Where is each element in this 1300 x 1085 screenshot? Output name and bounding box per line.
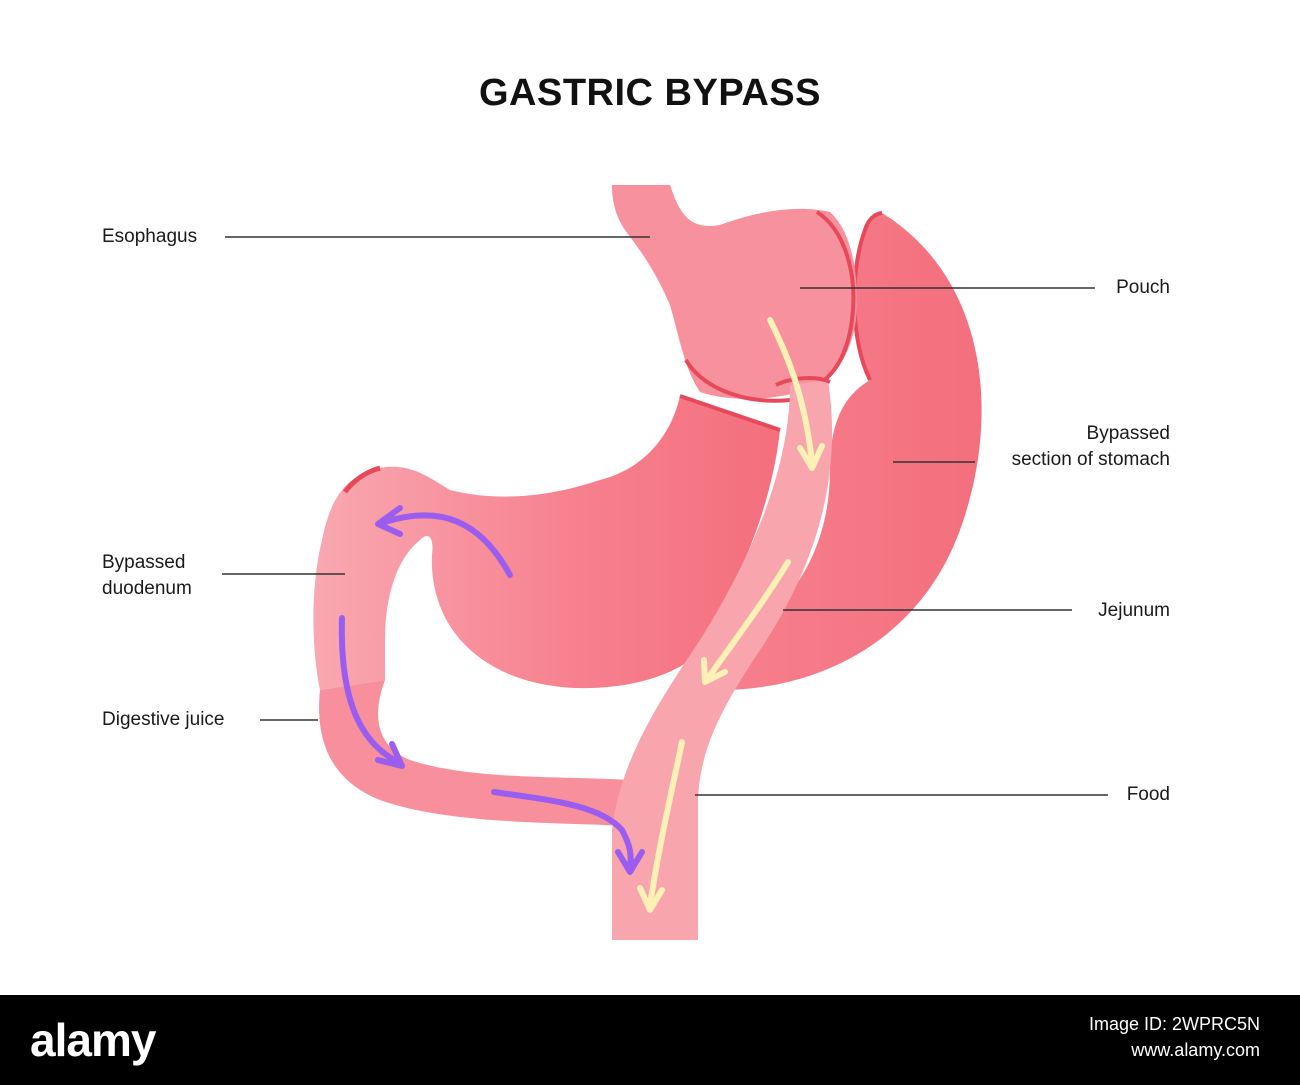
juice-arrow [338, 615, 401, 765]
juice-arrow [382, 512, 513, 578]
juice-arrow-head [615, 849, 645, 875]
gastric-bypass-illustration [222, 185, 1108, 940]
food-arrows [637, 317, 825, 913]
food-arrow-head [797, 443, 825, 471]
juice-arrows [338, 505, 645, 875]
juice-arrow-head [375, 505, 403, 537]
label-bypassed-stomach: Bypassed section of stomach [1012, 421, 1170, 473]
label-jejunum: Jejunum [1098, 600, 1170, 621]
esophagus-and-pouch [612, 185, 857, 403]
label-bypassed-duodenum-line2: duodenum [102, 578, 192, 599]
juice-arrow [491, 789, 634, 871]
label-bypassed-stomach-line1: Bypassed [1086, 423, 1170, 444]
juice-arrow-head [375, 741, 405, 769]
stomach-body [313, 394, 781, 690]
label-bypassed-duodenum-line1: Bypassed [102, 552, 186, 573]
food-arrow-head [637, 885, 665, 913]
label-food: Food [1126, 784, 1170, 805]
label-pouch: Pouch [1116, 277, 1170, 298]
label-bypassed-stomach-line2: section of stomach [1011, 449, 1170, 470]
label-digestive-juice: Digestive juice [102, 709, 225, 730]
brand-logo: alamy [30, 1014, 156, 1066]
image-id: Image ID: 2WPRC5N [1088, 1014, 1260, 1034]
footer-bar: alamy Image ID: 2WPRC5N www.alamy.com [0, 995, 1300, 1085]
food-arrow [767, 317, 815, 465]
food-arrow [705, 559, 791, 681]
diagram-title: GASTRIC BYPASS [478, 72, 821, 114]
food-arrow [647, 739, 685, 908]
food-arrow-head [701, 657, 728, 685]
label-esophagus: Esophagus [102, 226, 198, 247]
image-info: Image ID: 2WPRC5N www.alamy.com [960, 1011, 1260, 1063]
site-url: www.alamy.com [1131, 1040, 1260, 1060]
leader-lines [222, 236, 1108, 796]
bypassed-stomach-section [700, 211, 982, 690]
label-bypassed-duodenum: Bypassed duodenum [102, 550, 192, 602]
